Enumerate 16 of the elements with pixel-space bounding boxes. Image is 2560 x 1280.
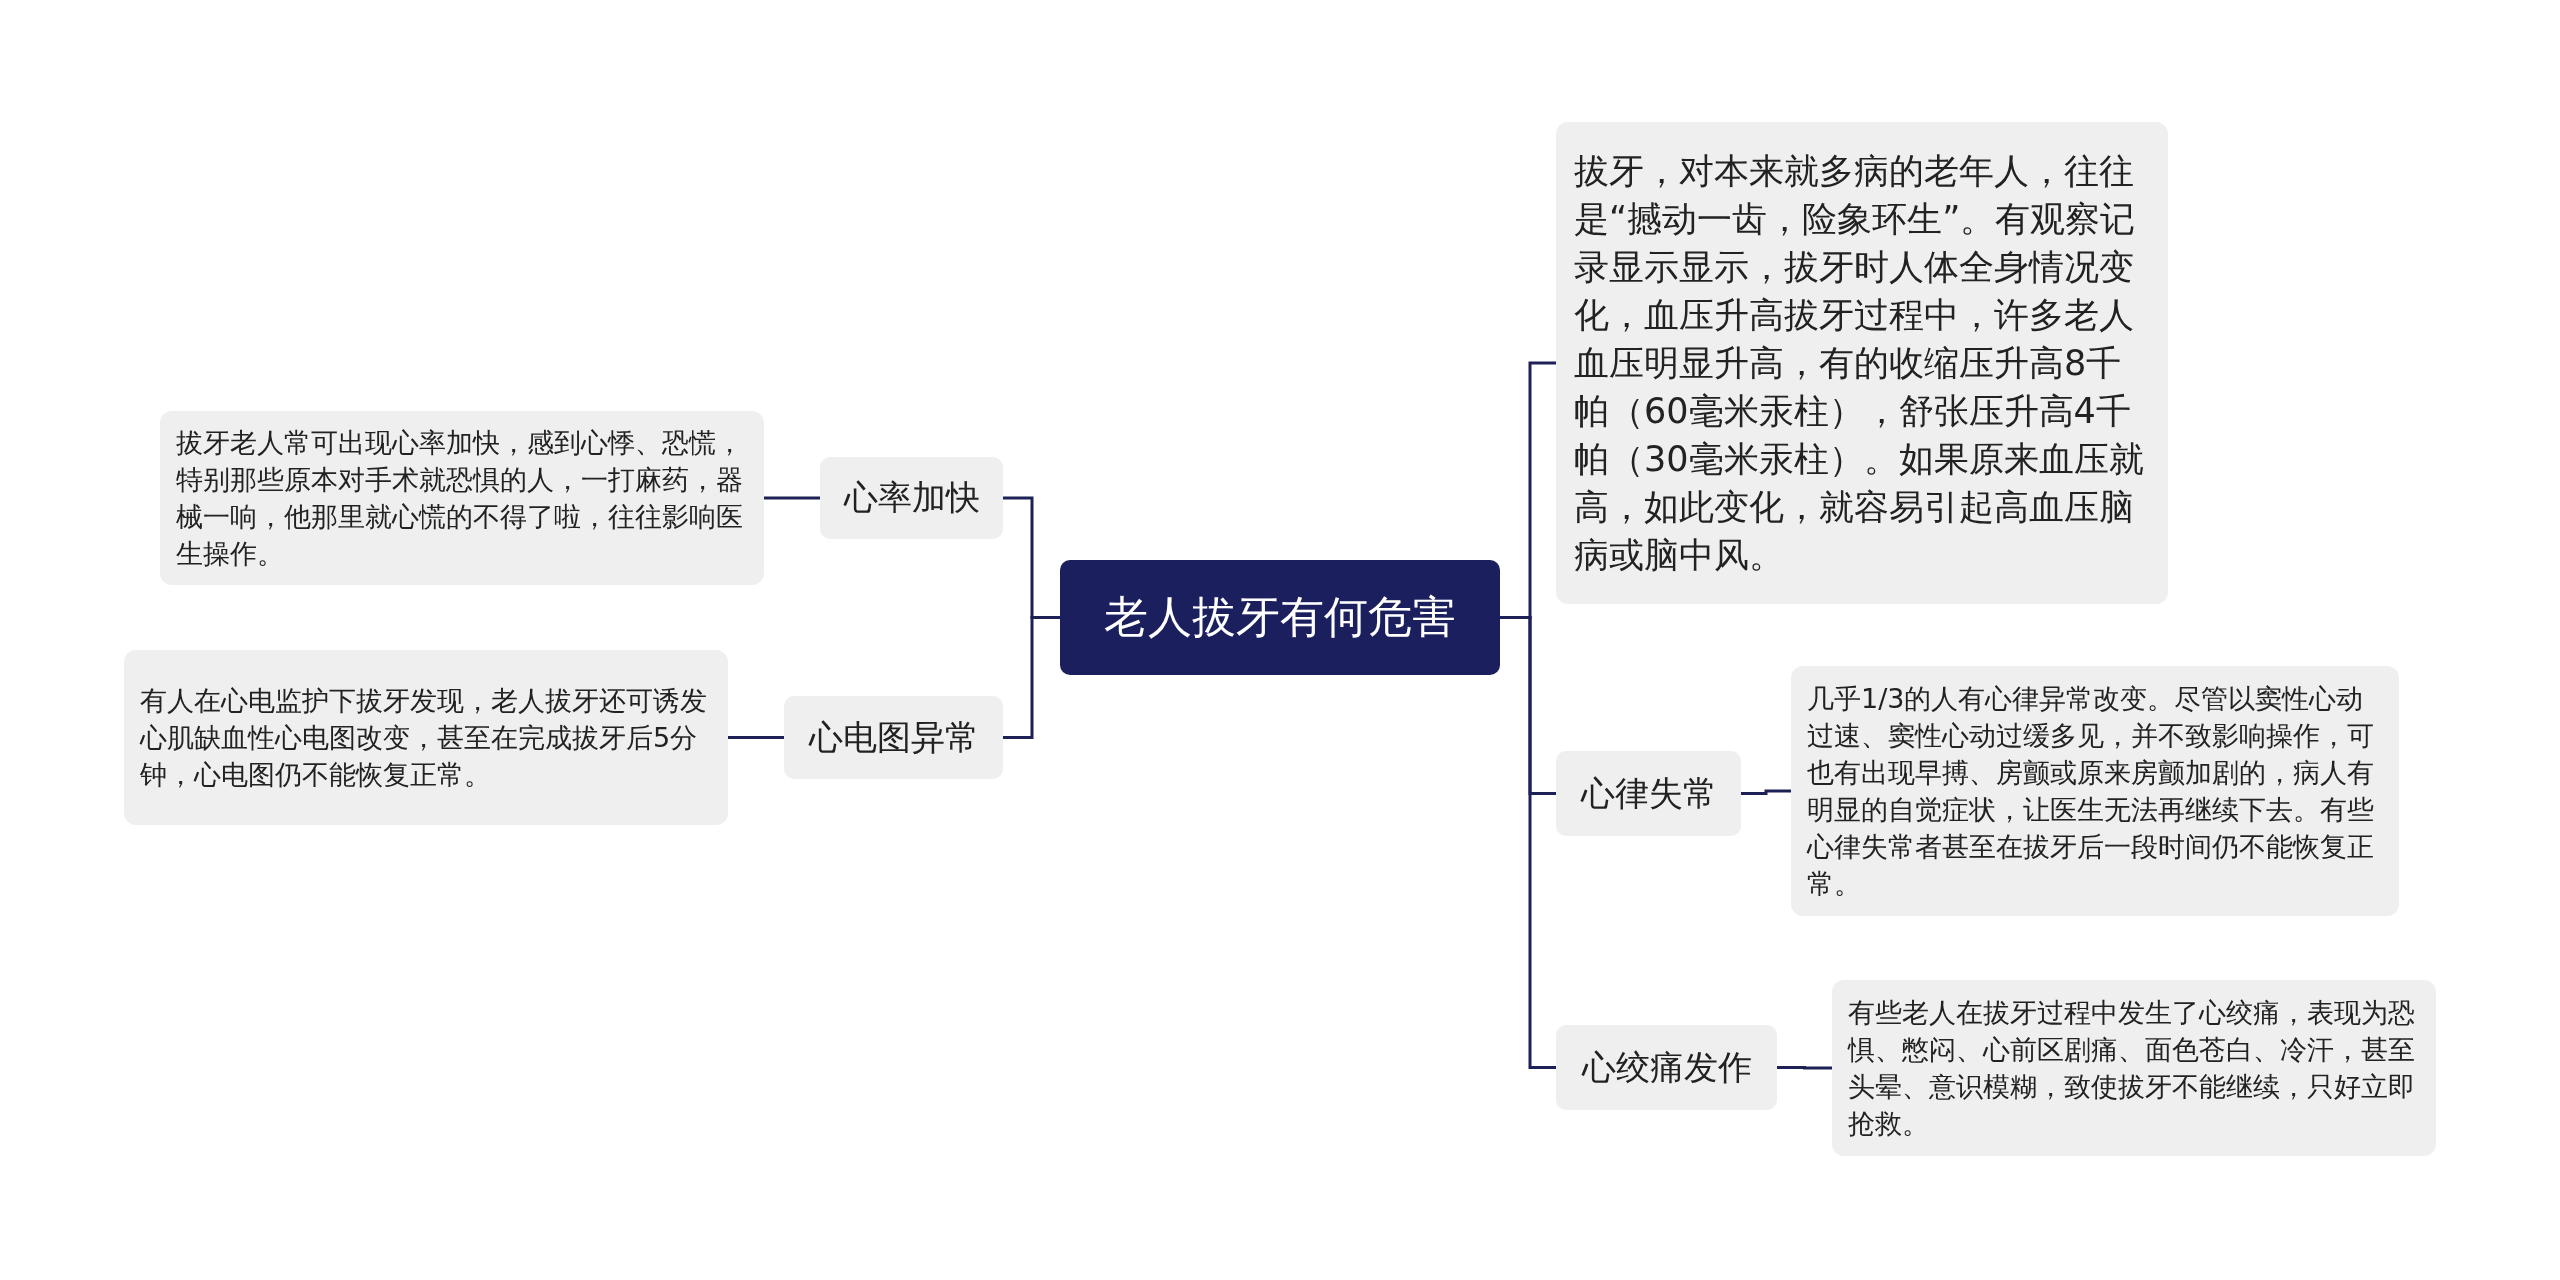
connector-line: [1500, 616, 1556, 1069]
connector-line: [728, 736, 784, 739]
connector-line: [1003, 616, 1060, 739]
connector-line: [1741, 789, 1791, 795]
central-topic: 老人拔牙有何危害: [1060, 560, 1500, 675]
note-card: 拔牙老人常可出现心率加快，感到心悸、恐慌，特别那些原本对手术就恐惧的人，一打麻药，器械一响，他那里就心慌的不得了啦，往往影响医生操作。: [160, 411, 764, 585]
topic-node: 心率加快: [820, 457, 1003, 539]
topic-node: 心绞痛发作: [1556, 1025, 1777, 1110]
connector-line: [1777, 1066, 1832, 1070]
note-card: 有些老人在拔牙过程中发生了心绞痛，表现为恐惧、憋闷、心前区剧痛、面色苍白、冷汗，甚至头晕、意识模糊，致使拔牙不能继续，只好立即抢救。: [1832, 980, 2436, 1156]
topic-node: 心律失常: [1556, 751, 1741, 836]
note-card: 几乎1/3的人有心律异常改变。尽管以窦性心动过速、窦性心动过缓多见，并不致影响操作，可也有出现早搏、房颤或原来房颤加剧的，病人有明显的自觉症状，让医生无法再继续下去。有些心律失常者甚至在拔牙后一段时间仍不能恢复正常。: [1791, 666, 2399, 916]
note-card: 有人在心电监护下拔牙发现，老人拔牙还可诱发心肌缺血性心电图改变，甚至在完成拔牙后5分钟，心电图仍不能恢复正常。: [124, 650, 728, 825]
note-card: 拔牙，对本来就多病的老年人，往往是“撼动一齿，险象环生”。有观察记录显示显示，拔牙时人体全身情况变化，血压升高拔牙过程中，许多老人血压明显升高，有的收缩压升高8千帕（60毫米汞柱），舒张压升高4千帕（30毫米汞柱）。如果原来血压就高，如此变化，就容易引起高血压脑病或脑中风。: [1556, 122, 2168, 604]
topic-node: 心电图异常: [784, 696, 1003, 779]
connector-line: [764, 496, 820, 500]
